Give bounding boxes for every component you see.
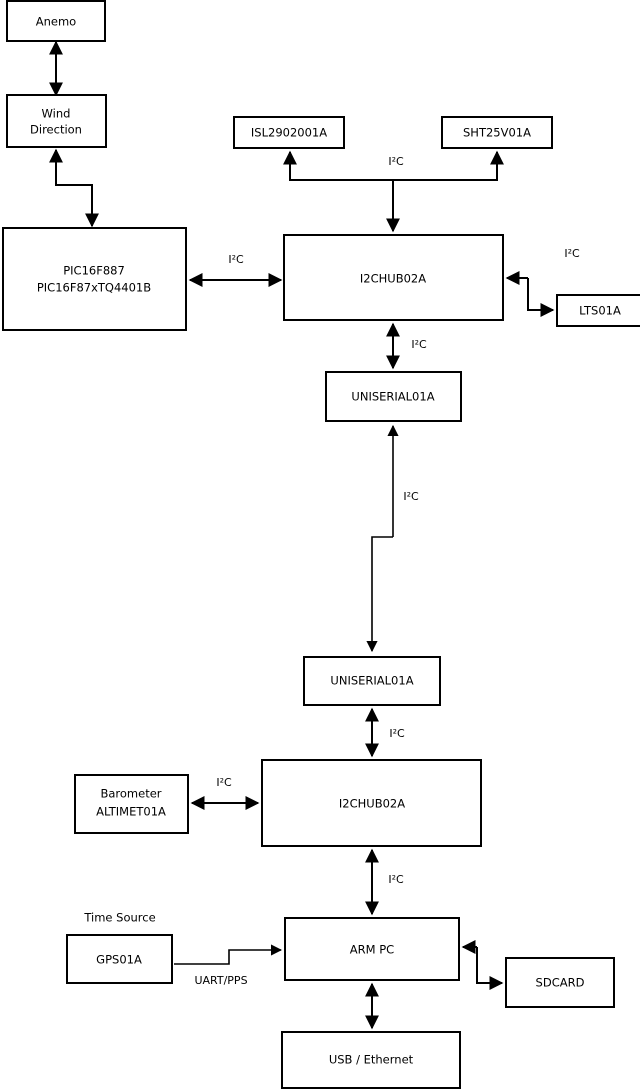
- node-uniserial01a-top: UNISERIAL01A: [325, 371, 462, 422]
- node-barometer: Barometer ALTIMET01A: [74, 774, 189, 834]
- node-uniserial01a-top-label: UNISERIAL01A: [351, 390, 434, 404]
- node-i2chub02a-bottom-label: I2CHUB02A: [339, 797, 405, 811]
- connector-uniserial-link-jog: [366, 536, 393, 653]
- edge-label-pic-hub: I²C: [228, 253, 244, 266]
- node-i2chub02a-top: I2CHUB02A: [283, 234, 504, 321]
- node-arm-pc: ARM PC: [284, 917, 460, 981]
- node-lts01a-label: LTS01A: [579, 304, 621, 318]
- node-isl2902001a-label: ISL2902001A: [251, 126, 327, 140]
- node-pic-label-line1: PIC16F887: [63, 264, 125, 278]
- connector-pic-wind: [56, 184, 99, 228]
- node-gps01a-label: GPS01A: [96, 953, 142, 967]
- node-uniserial01a-bottom: UNISERIAL01A: [303, 656, 441, 706]
- node-anemo: Anemo: [6, 0, 106, 42]
- edge-label-uniserial-bottom-hub: I²C: [389, 727, 405, 740]
- edge-label-sensor-bus: I²C: [388, 155, 404, 168]
- node-wind-direction-label-line2: Direction: [30, 123, 82, 137]
- edge-label-hub-arm: I²C: [388, 873, 404, 886]
- edge-label-barometer-hub: I²C: [216, 776, 232, 789]
- edge-label-hub-uniserial-top: I²C: [411, 338, 427, 351]
- node-usb-ethernet-label: USB / Ethernet: [329, 1053, 414, 1067]
- connector-hub-sht: [393, 150, 504, 181]
- edge-label-hub-lts: I²C: [564, 247, 580, 260]
- connector-gps-arm: [174, 944, 283, 965]
- node-i2chub02a-top-label: I2CHUB02A: [360, 272, 426, 286]
- node-barometer-label-line2: ALTIMET01A: [96, 805, 166, 819]
- connector-hub-lts-out: [527, 278, 555, 317]
- node-uniserial01a-bottom-label: UNISERIAL01A: [330, 674, 413, 688]
- node-lts01a: LTS01A: [556, 294, 640, 327]
- node-anemo-label: Anemo: [36, 15, 76, 29]
- connector-arm-sdcard-out: [476, 947, 504, 990]
- node-wind-direction: Wind Direction: [6, 94, 107, 148]
- node-sdcard-label: SDCARD: [536, 976, 585, 990]
- node-gps01a: GPS01A: [66, 934, 173, 984]
- node-isl2902001a: ISL2902001A: [233, 116, 345, 149]
- node-usb-ethernet: USB / Ethernet: [281, 1031, 461, 1089]
- node-pic-label-line2: PIC16F87xTQ4401B: [37, 281, 151, 295]
- node-wind-direction-label-line1: Wind: [42, 107, 71, 121]
- node-sht25v01a: SHT25V01A: [441, 116, 553, 149]
- label-time-source: Time Source: [83, 911, 155, 925]
- node-i2chub02a-bottom: I2CHUB02A: [261, 759, 482, 847]
- node-arm-pc-label: ARM PC: [350, 943, 394, 957]
- node-sht25v01a-label: SHT25V01A: [463, 126, 531, 140]
- node-pic-microcontroller: PIC16F887 PIC16F87xTQ4401B: [2, 227, 187, 331]
- edge-label-gps-arm: UART/PPS: [194, 974, 247, 987]
- node-barometer-label-line1: Barometer: [100, 787, 161, 801]
- edge-label-uniserial-link: I²C: [403, 490, 419, 503]
- node-sdcard: SDCARD: [505, 957, 615, 1008]
- connector-hub-isl: [283, 150, 393, 181]
